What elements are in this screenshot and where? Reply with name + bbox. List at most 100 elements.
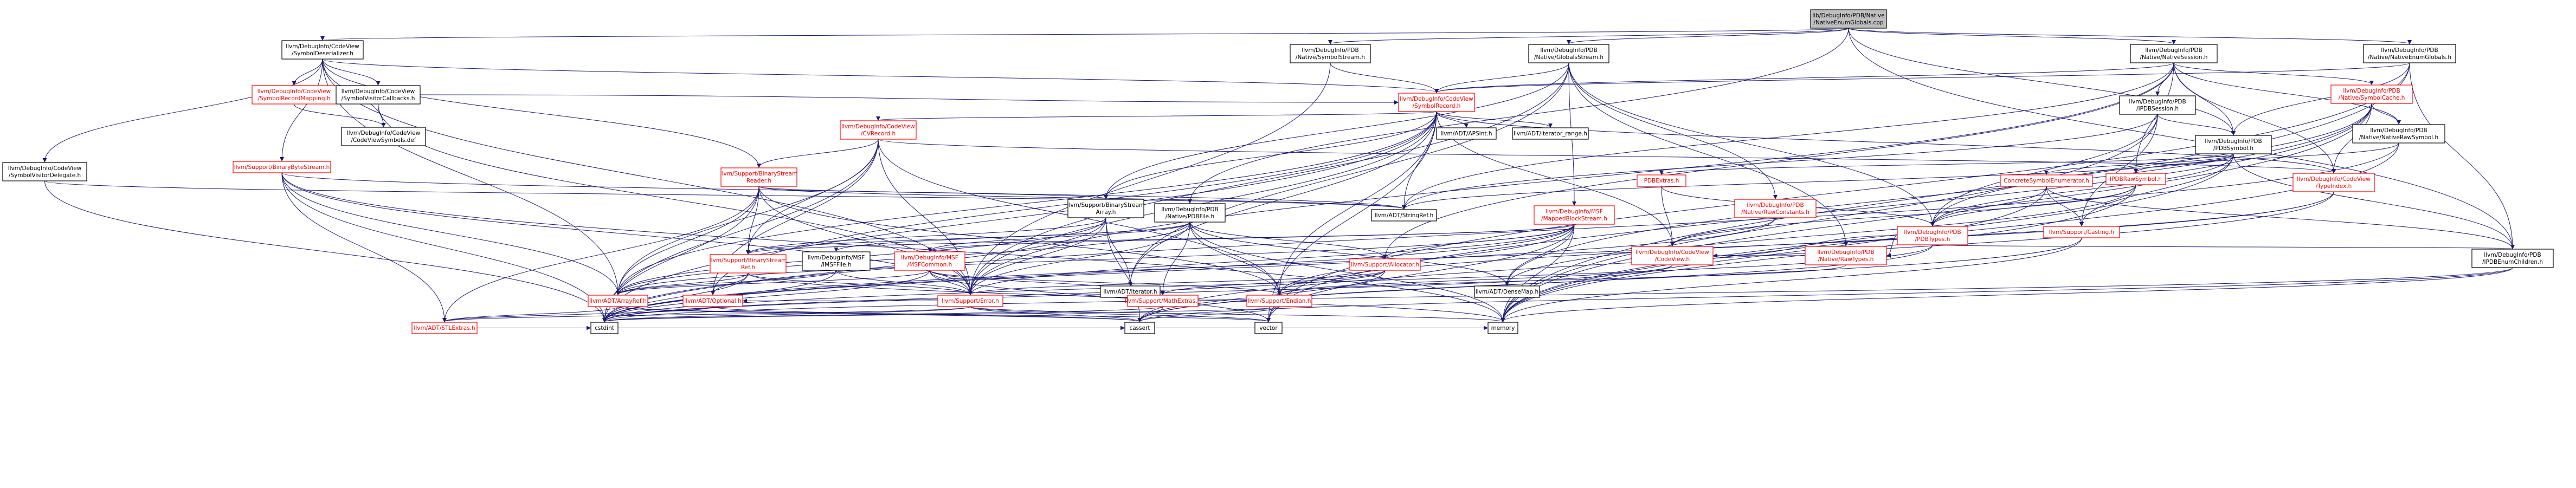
edge-msfmapped-memory bbox=[1500, 224, 1575, 322]
node-allocator[interactable]: llvm/Support/Allocator.h bbox=[1349, 258, 1421, 271]
edge-binstreamref-arrayref bbox=[616, 272, 749, 295]
edge-optional-cassert bbox=[712, 306, 1142, 322]
node-cstdint[interactable]: cstdint bbox=[590, 322, 619, 334]
node-box bbox=[1734, 199, 1817, 218]
node-binbytestream[interactable]: llvm/Support/BinaryByteStream.h bbox=[233, 161, 331, 173]
node-symrecord[interactable]: llvm/DebugInfo/CodeView/SymbolRecord.h bbox=[1398, 93, 1475, 112]
node-cvrecord[interactable]: llvm/DebugInfo/CodeView/CVRecord.h bbox=[840, 120, 917, 140]
node-box bbox=[1897, 226, 1968, 245]
edge-pdbsymbol-memory bbox=[1500, 153, 2234, 322]
node-box bbox=[1534, 205, 1615, 225]
node-pdbsymbol[interactable]: llvm/DebugInfo/PDB/PDBSymbol.h bbox=[2195, 135, 2272, 154]
edge-typeindex-cassert bbox=[1137, 191, 2334, 322]
edge-enumglobals-ipdbenumchildren bbox=[2409, 62, 2515, 249]
node-symdeser[interactable]: llvm/DebugInfo/CodeView/SymbolDeserializ… bbox=[281, 40, 364, 60]
node-symviscb[interactable]: llvm/DebugInfo/CodeView/SymbolVisitorCal… bbox=[336, 85, 421, 105]
edge-arrayref-vector bbox=[617, 306, 1271, 322]
node-rawtypes[interactable]: llvm/DebugInfo/PDB/Native/RawTypes.h bbox=[1805, 246, 1887, 265]
node-densemap[interactable]: llvm/ADT/DenseMap.h bbox=[1474, 285, 1540, 298]
node-concretesymenum[interactable]: ConcreteSymbolEnumerator.h bbox=[2000, 174, 2093, 187]
node-pdbtypes[interactable]: llvm/DebugInfo/PDB/PDBTypes.h bbox=[1897, 226, 1968, 245]
node-stringref[interactable]: llvm/ADT/StringRef.h bbox=[1371, 209, 1437, 222]
node-ipdbsession[interactable]: llvm/DebugInfo/PDB/IPDBSession.h bbox=[2119, 95, 2196, 115]
node-vector[interactable]: vector bbox=[1254, 322, 1283, 334]
node-symstream[interactable]: llvm/DebugInfo/PDB/Native/SymbolStream.h bbox=[1290, 44, 1371, 63]
node-cvcodeview[interactable]: llvm/DebugInfo/CodeView/CodeView.h bbox=[1631, 246, 1714, 265]
node-symbolcache[interactable]: llvm/DebugInfo/PDB/Native/SymbolCache.h bbox=[2330, 84, 2413, 104]
edge-msfmsffile-arrayref bbox=[616, 270, 836, 295]
node-label: llvm/DebugInfo/PDB bbox=[2343, 88, 2400, 94]
edge-msfmapped-error bbox=[968, 224, 1575, 295]
edge-pdbfile-mathextras bbox=[1161, 222, 1190, 295]
edge-nativesession-pdbsymbol bbox=[2173, 62, 2236, 135]
edge-cvrecord-arrayref bbox=[616, 139, 879, 295]
edge-root-symstream bbox=[1328, 28, 1849, 44]
node-box bbox=[710, 254, 787, 274]
node-mathextras[interactable]: llvm/Support/MathExtras.h bbox=[1125, 295, 1201, 307]
node-label: llvm/Support/BinaryStream bbox=[1067, 202, 1145, 209]
node-nativesession[interactable]: llvm/DebugInfo/PDB/Native/NativeSession.… bbox=[2130, 44, 2218, 63]
node-ipdbenumchildren[interactable]: llvm/DebugInfo/PDB/IPDBEnumChildren.h bbox=[2471, 249, 2554, 268]
node-msfcommon[interactable]: llvm/DebugInfo/MSF/MSFCommon.h bbox=[894, 251, 965, 271]
node-root: lib/DebugInfo/PDB/Native/NativeEnumGloba… bbox=[1810, 9, 1887, 29]
node-box bbox=[590, 322, 619, 334]
node-ipdbrawsym[interactable]: IPDBRawSymbol.h bbox=[2105, 173, 2166, 185]
node-iterrange[interactable]: llvm/ADT/iterator_range.h bbox=[1512, 127, 1589, 140]
node-msfmsffile[interactable]: llvm/DebugInfo/MSF/IMSFFile.h bbox=[802, 251, 871, 271]
node-label: llvm/DebugInfo/CodeView bbox=[257, 88, 331, 95]
node-label: /SymbolRecordMapping.h bbox=[258, 95, 331, 102]
node-cvsymdef[interactable]: llvm/DebugInfo/CodeView/CodeViewSymbols.… bbox=[341, 127, 426, 146]
node-endian[interactable]: llvm/Support/Endian.h bbox=[1246, 295, 1312, 307]
edge-error-cstdint bbox=[602, 306, 971, 322]
node-label: cstdint bbox=[595, 325, 614, 331]
node-optional[interactable]: llvm/ADT/Optional.h bbox=[682, 295, 743, 307]
edge-pdbsymbol-ipdbenumchildren bbox=[2233, 153, 2515, 249]
node-box bbox=[2130, 44, 2218, 63]
node-label: llvm/DebugInfo/CodeView bbox=[347, 130, 421, 136]
edge-symdeser-binbytestream bbox=[280, 58, 323, 161]
edge-symbolcache-densemap bbox=[1505, 103, 2372, 286]
edge-binstreamreader-binstreamref bbox=[746, 186, 759, 255]
node-pdbextras[interactable]: PDBExtras.h bbox=[1637, 174, 1686, 187]
node-symvisdel[interactable]: llvm/DebugInfo/CodeView/SymbolVisitorDel… bbox=[2, 162, 87, 181]
node-label: /IMSFFile.h bbox=[821, 262, 852, 268]
node-box bbox=[1349, 258, 1421, 271]
node-nativerawsym[interactable]: llvm/DebugInfo/PDB/Native/NativeRawSymbo… bbox=[2352, 124, 2445, 144]
node-label: /CodeView.h bbox=[1655, 256, 1690, 263]
node-box bbox=[937, 295, 1003, 307]
node-label: llvm/DebugInfo/CodeView bbox=[841, 123, 915, 130]
edge-globalsstream-pdbtypes bbox=[1568, 62, 1935, 226]
node-label: llvm/DebugInfo/PDB bbox=[1161, 206, 1218, 213]
node-apsint[interactable]: llvm/ADT/APSInt.h bbox=[1436, 127, 1497, 140]
node-error[interactable]: llvm/Support/Error.h bbox=[937, 295, 1003, 307]
node-label: llvm/DebugInfo/PDB bbox=[2145, 47, 2202, 54]
node-rawconstants[interactable]: llvm/DebugInfo/PDB/Native/RawConstants.h bbox=[1734, 199, 1817, 218]
edge-nativesession-symrecord bbox=[1434, 62, 2174, 93]
node-symrecmap[interactable]: llvm/DebugInfo/CodeView/SymbolRecordMapp… bbox=[252, 85, 337, 105]
node-label: llvm/Support/BinaryStream bbox=[710, 257, 787, 264]
node-box bbox=[802, 251, 871, 271]
node-stlextras[interactable]: llvm/ADT/STLExtras.h bbox=[411, 322, 478, 334]
node-memory[interactable]: memory bbox=[1487, 322, 1518, 334]
node-typeindex[interactable]: llvm/DebugInfo/CodeView/TypeIndex.h bbox=[2292, 173, 2375, 192]
edge-concretesymenum-pdbtypes bbox=[1930, 186, 2047, 226]
node-globalsstream[interactable]: llvm/DebugInfo/PDB/Native/GlobalsStream.… bbox=[1528, 44, 1609, 63]
node-cassert[interactable]: cassert bbox=[1124, 322, 1155, 334]
node-arrayref[interactable]: llvm/ADT/ArrayRef.h bbox=[588, 295, 648, 307]
node-label: /Native/PDBFile.h bbox=[1165, 213, 1214, 220]
node-label: llvm/DebugInfo/CodeView bbox=[1635, 249, 1709, 256]
node-label: llvm/Support/BinaryStream bbox=[720, 171, 798, 177]
node-box bbox=[341, 127, 426, 146]
edge-root-symdeser bbox=[321, 28, 1849, 41]
node-box bbox=[336, 85, 421, 105]
edge-globalsstream-rawconstants bbox=[1568, 62, 1778, 199]
node-enumglobals[interactable]: llvm/DebugInfo/PDB/Native/NativeEnumGlob… bbox=[2363, 44, 2456, 63]
node-box bbox=[2292, 173, 2375, 192]
node-casting[interactable]: llvm/Support/Casting.h bbox=[2043, 226, 2120, 238]
node-msfmapped[interactable]: llvm/DebugInfo/MSF/MappedBlockStream.h bbox=[1534, 205, 1615, 225]
edge-ipdbsession-casting bbox=[2079, 114, 2158, 226]
node-pdbfile[interactable]: llvm/DebugInfo/PDB/Native/PDBFile.h bbox=[1154, 203, 1226, 223]
